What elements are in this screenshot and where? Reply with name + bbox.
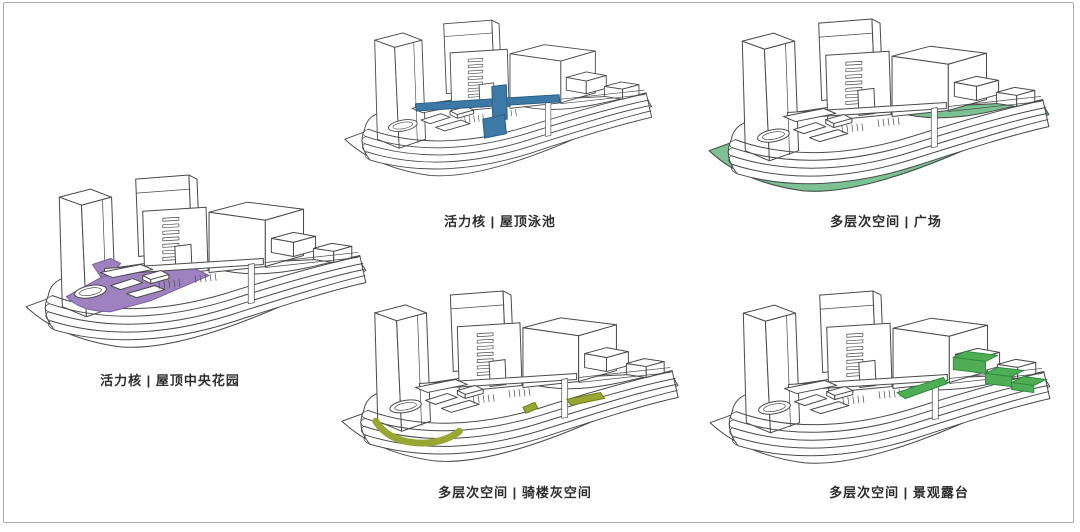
figure-plaza	[695, 8, 1067, 214]
roof-pool-highlight	[415, 84, 561, 139]
figure-central-garden	[12, 164, 384, 370]
axonometric-drawing-central-garden	[25, 174, 367, 348]
caption-central-garden: 活力核 | 屋顶中央花园	[100, 373, 240, 388]
axonometric-drawing-view-terrace	[709, 290, 1051, 464]
axonometric-drawing-plaza	[708, 18, 1050, 192]
view-terrace-highlight	[896, 350, 1047, 400]
figure-arcade-space	[328, 280, 696, 484]
caption-view-terrace: 多层次空间 | 景观露台	[829, 485, 969, 500]
arcade-space-highlight	[372, 391, 605, 447]
axonometric-drawing-roof-pool	[344, 19, 653, 177]
caption-roof-pool: 活力核 | 屋顶泳池	[444, 214, 556, 229]
figure-view-terrace	[696, 280, 1068, 486]
axonometric-drawing-arcade-space	[341, 290, 679, 462]
caption-plaza: 多层次空间 | 广场	[830, 214, 942, 229]
figure-roof-pool	[332, 10, 668, 197]
caption-arcade-space: 多层次空间 | 骑楼灰空间	[438, 485, 592, 500]
